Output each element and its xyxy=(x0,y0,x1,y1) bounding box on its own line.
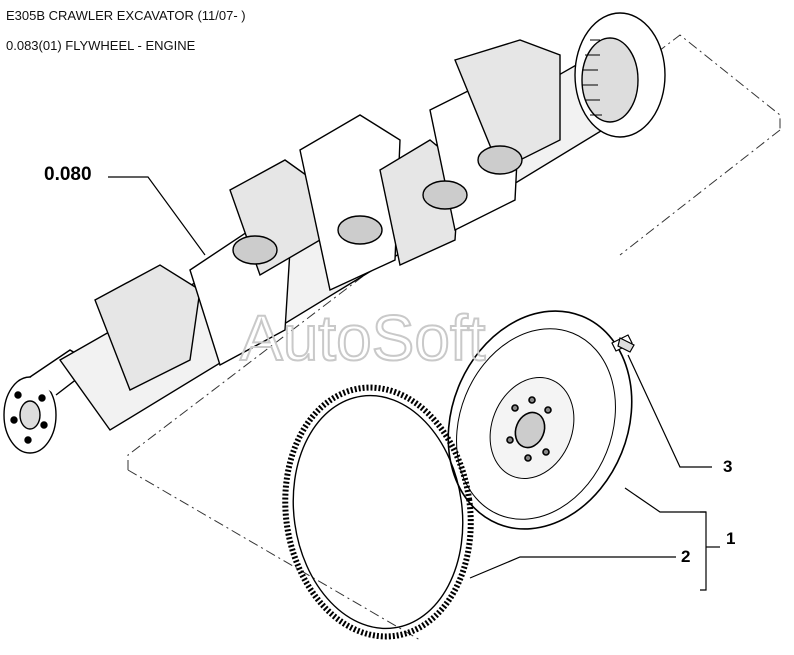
callout-ring-gear: 2 xyxy=(681,547,690,566)
callout-crankshaft-ref: 0.080 xyxy=(44,164,92,185)
leader-lines xyxy=(108,176,720,591)
ring-gear xyxy=(282,384,474,640)
diagram-section-title: 0.083(01) FLYWHEEL - ENGINE xyxy=(6,38,196,53)
flywheel-bolt xyxy=(611,334,635,353)
assembly-frame xyxy=(127,34,781,641)
watermark-text: AutoSoft xyxy=(240,302,486,374)
callout-bolt: 3 xyxy=(723,457,732,476)
diagram-model-title: E305B CRAWLER EXCAVATOR (11/07- ) xyxy=(6,8,246,23)
crankshaft xyxy=(3,12,666,454)
callout-group: 1 xyxy=(726,529,735,548)
flywheel xyxy=(447,310,633,530)
